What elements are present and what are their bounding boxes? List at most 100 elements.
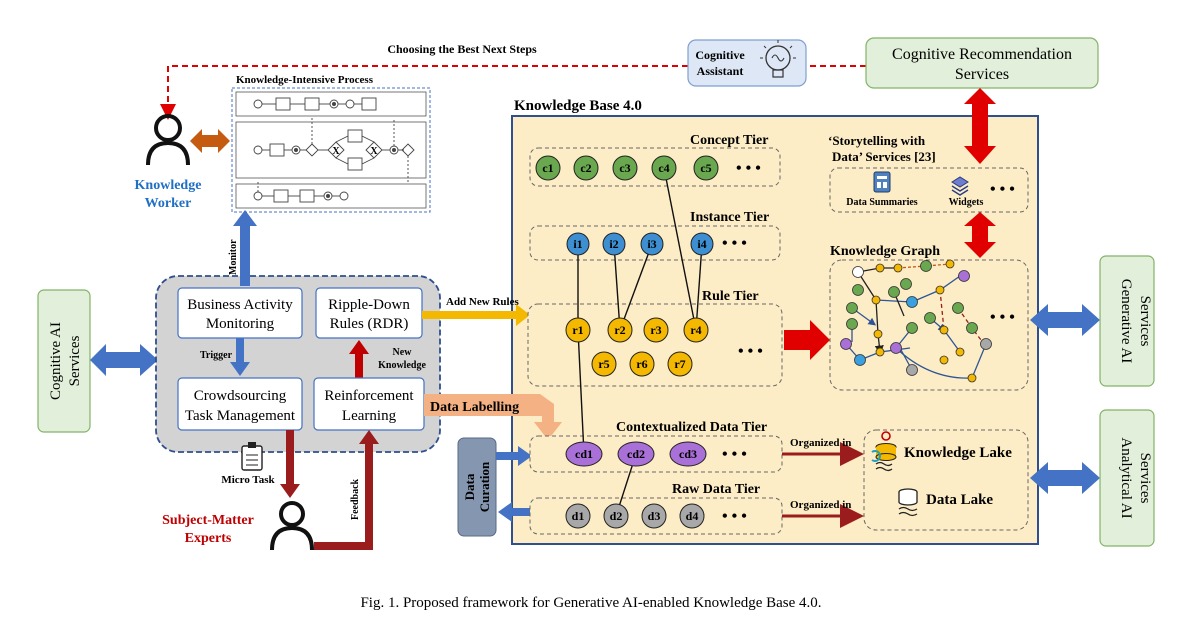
cognitive-recommendation-label-2: Services [955, 66, 1009, 83]
raw-node: d4 [679, 503, 705, 529]
choosing-best-next-steps-arrow [160, 65, 866, 120]
cognitive-assistant-box: Cognitive Assistant [687, 39, 807, 87]
data-labelling-label: Data Labelling [430, 400, 519, 415]
rule-node: r2 [607, 317, 633, 343]
kg-ellipsis: • • • [990, 309, 1015, 326]
bam-box: Business Activity Monitoring [177, 287, 303, 339]
concept-node-label: c2 [580, 161, 591, 175]
kg-node [955, 347, 965, 357]
bam-label-2: Monitoring [206, 316, 275, 332]
instance-node: i2 [602, 232, 626, 256]
kg-node [906, 296, 918, 308]
bam-label-1: Business Activity [187, 297, 293, 313]
widgets-label: Widgets [949, 197, 984, 208]
trigger-label: Trigger [200, 350, 233, 361]
concept-ellipsis: • • • [736, 160, 761, 177]
storytelling-title-1: ‘Storytelling with [828, 133, 926, 148]
cognitive-ai-label-2: Services [67, 335, 83, 386]
rule-node-label: r3 [650, 323, 661, 337]
kg-node [875, 347, 885, 357]
kg-node [958, 270, 970, 282]
kg-node [952, 302, 964, 314]
raw-node: d3 [641, 503, 667, 529]
concept-node-label: c1 [542, 161, 553, 175]
add-new-rules-arrow [422, 304, 530, 326]
rule-node-label: r5 [598, 357, 609, 371]
figure-caption: Fig. 1. Proposed framework for Generativ… [360, 595, 821, 611]
kg-node [840, 338, 852, 350]
kg-node [888, 286, 900, 298]
kg-node [945, 259, 955, 269]
rl-box: Reinforcement Learning [313, 377, 425, 431]
data-lake-label: Data Lake [926, 492, 993, 508]
kg-node [906, 364, 918, 376]
concept-node-label: c4 [658, 161, 669, 175]
data-labelling-arrow [424, 394, 562, 440]
kg-node [939, 325, 949, 335]
organized-in-label-2: Organized in [790, 499, 851, 511]
rule-node: r6 [629, 351, 655, 377]
kg-node [939, 355, 949, 365]
storytelling-ellipsis: • • • [990, 181, 1015, 198]
knowledge-intensive-process: X X [231, 87, 431, 213]
kg-node [893, 263, 903, 273]
new-knowledge-label-1: New [393, 347, 413, 358]
clipboard-icon [241, 442, 263, 471]
raw-node-label: d1 [572, 509, 585, 523]
kg-node [920, 260, 932, 272]
rule-node-label: r2 [614, 323, 625, 337]
data-curation-box: Data Curation [457, 437, 497, 537]
tier-links [577, 167, 703, 517]
concept-node: c2 [573, 155, 599, 181]
instance-node-label: i1 [573, 237, 582, 251]
kg-node [875, 263, 885, 273]
raw-to-curation-arrow [498, 502, 534, 522]
kb-title: Knowledge Base 4.0 [514, 98, 642, 114]
cognitive-assistant-label-1: Cognitive [695, 48, 745, 62]
lightbulb-brain-icon [760, 40, 796, 78]
new-knowledge-label-2: Knowledge [378, 360, 426, 371]
rule-node: r4 [683, 317, 709, 343]
raw-node-label: d3 [648, 509, 661, 523]
raw-node: d1 [565, 503, 591, 529]
rule-node: r3 [643, 317, 669, 343]
instance-node-label: i3 [647, 237, 656, 251]
cognitive-ai-double-arrow [90, 344, 158, 376]
rule-tier-panel [527, 303, 783, 387]
storytelling-kg-arrow [964, 212, 996, 258]
contextual-ellipsis: • • • [722, 446, 747, 463]
generative-ai-services-box: Generative AI Services [1099, 255, 1155, 387]
concept-tier-title: Concept Tier [690, 133, 768, 148]
contextualized-node: cd3 [669, 441, 707, 467]
analytical-ai-label-2: Services [1137, 453, 1153, 504]
rdr-label-2: Rules (RDR) [330, 316, 409, 332]
kg-node [854, 354, 866, 366]
knowledge-lake-icon [871, 431, 897, 472]
sme-label-2: Experts [185, 531, 232, 546]
kg-node [924, 312, 936, 324]
feedback-label: Feedback [350, 478, 361, 520]
instance-node: i4 [690, 232, 714, 256]
kg-node [871, 295, 881, 305]
new-knowledge-arrow [349, 340, 369, 380]
kg-title: Knowledge Graph [830, 244, 940, 259]
concept-node-label: c5 [700, 161, 711, 175]
rule-node-label: r4 [690, 323, 701, 337]
raw-node-label: d2 [610, 509, 623, 523]
raw-tier-title: Raw Data Tier [672, 482, 760, 497]
rule-ellipsis: • • • [738, 343, 763, 360]
concept-node-label: c3 [619, 161, 630, 175]
contextualized-node-label: cd2 [627, 447, 645, 461]
kg-node [967, 373, 977, 383]
raw-ellipsis: • • • [722, 508, 747, 525]
contextualized-node-label: cd3 [679, 447, 697, 461]
knowledge-worker-label-2: Worker [145, 196, 192, 211]
organized-in-label-1: Organized in [790, 437, 851, 449]
analytical-ai-services-box: Analytical AI Services [1099, 409, 1155, 547]
trigger-arrow [230, 338, 250, 376]
analytical-ai-label-1: Analytical AI [1118, 437, 1134, 518]
rule-node-label: r1 [572, 323, 583, 337]
